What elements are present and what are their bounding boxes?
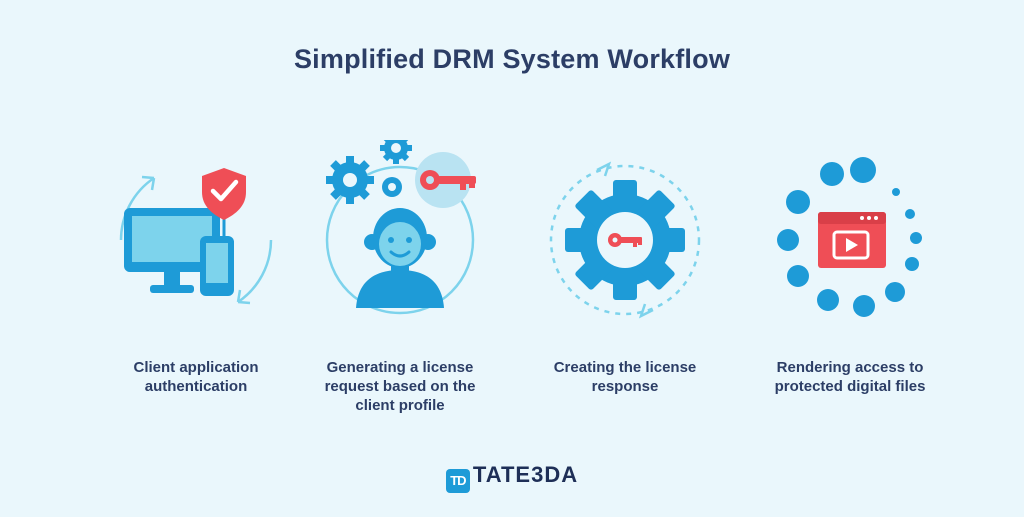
page-title: Simplified DRM System Workflow [293,44,731,74]
computer-phone-shield-icon [119,168,273,305]
step-label: Rendering access to protected digital fi… [774,359,926,395]
gear-key-icon [549,161,701,319]
logo-mark: TD [445,469,470,493]
step-label: Generating a license request based on th… [324,359,476,414]
video-player-window-icon [777,157,922,317]
workflow-step-license-response: Creating the license response [515,140,735,396]
workflow-step-authentication: Client application authentication [86,140,306,396]
workflow-step-license-request: Generating a license request based on th… [290,140,510,415]
step-label: Client application authentication [133,359,259,395]
user-gears-key-icon [325,140,476,315]
logo-text: TATE3DA [472,462,579,487]
workflow-step-rendering: Rendering access to protected digital fi… [740,140,960,396]
step-label: Creating the license response [553,359,697,395]
